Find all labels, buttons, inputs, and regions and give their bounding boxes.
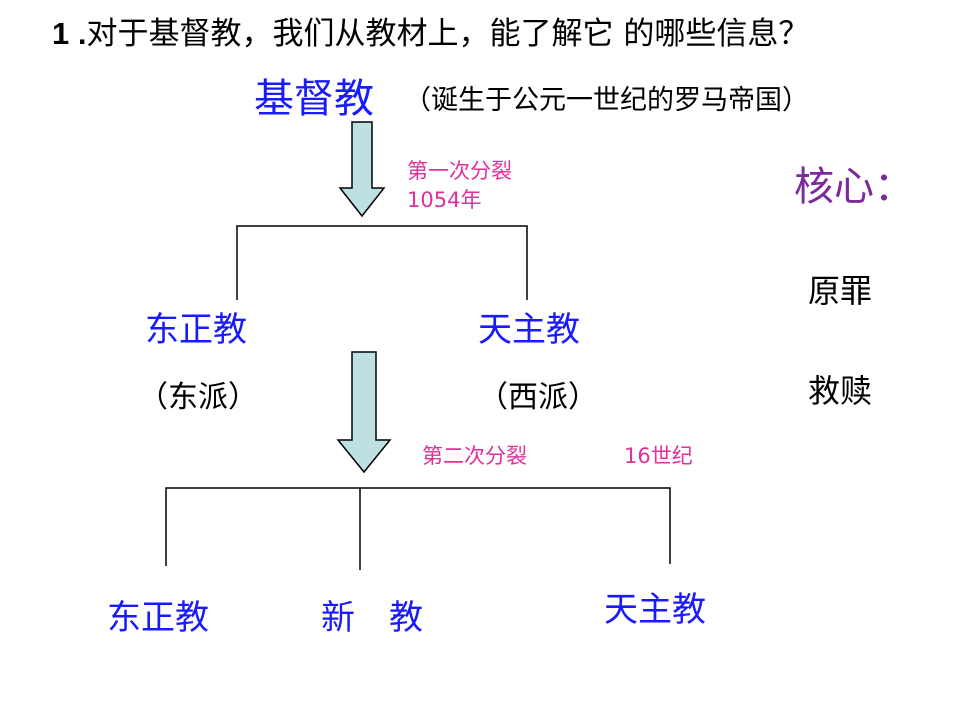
bracket-first-split (236, 225, 528, 300)
first-split-label: 第一次分裂 (407, 159, 512, 183)
level2-eastern-orthodox-note: （东派） (138, 380, 258, 415)
question-number: 1 . (52, 16, 87, 51)
first-split-year: 1054年 (407, 188, 482, 212)
second-split-year: 16世纪 (624, 444, 693, 468)
down-arrow-first-split (338, 121, 386, 218)
level2-catholic: 天主教 (478, 310, 580, 350)
first-split-annotation: 第一次分裂 1054年 (407, 157, 512, 215)
down-arrow-second-split (336, 351, 392, 474)
question-text: 1 .对于基督教，我们从教材上，能了解它 的哪些信息？ (52, 8, 809, 53)
bracket-second-split (165, 487, 671, 566)
core-item-redemption: 救赎 (808, 372, 873, 410)
level3-eastern-orthodox: 东正教 (107, 598, 209, 638)
question-body: 对于基督教，我们从教材上，能了解它 的哪些信息？ (86, 16, 810, 52)
second-split-label: 第二次分裂 (422, 444, 527, 468)
root-node-note: （诞生于公元一世纪的罗马帝国） (404, 85, 809, 116)
level2-catholic-note: （西派） (478, 380, 598, 415)
level3-catholic: 天主教 (604, 590, 706, 630)
level3-protestant: 新 教 (321, 598, 423, 638)
level2-eastern-orthodox: 东正教 (145, 310, 247, 350)
core-title: 核心： (794, 164, 914, 210)
core-item-original-sin: 原罪 (808, 272, 873, 310)
root-node-christianity: 基督教 (254, 76, 374, 122)
